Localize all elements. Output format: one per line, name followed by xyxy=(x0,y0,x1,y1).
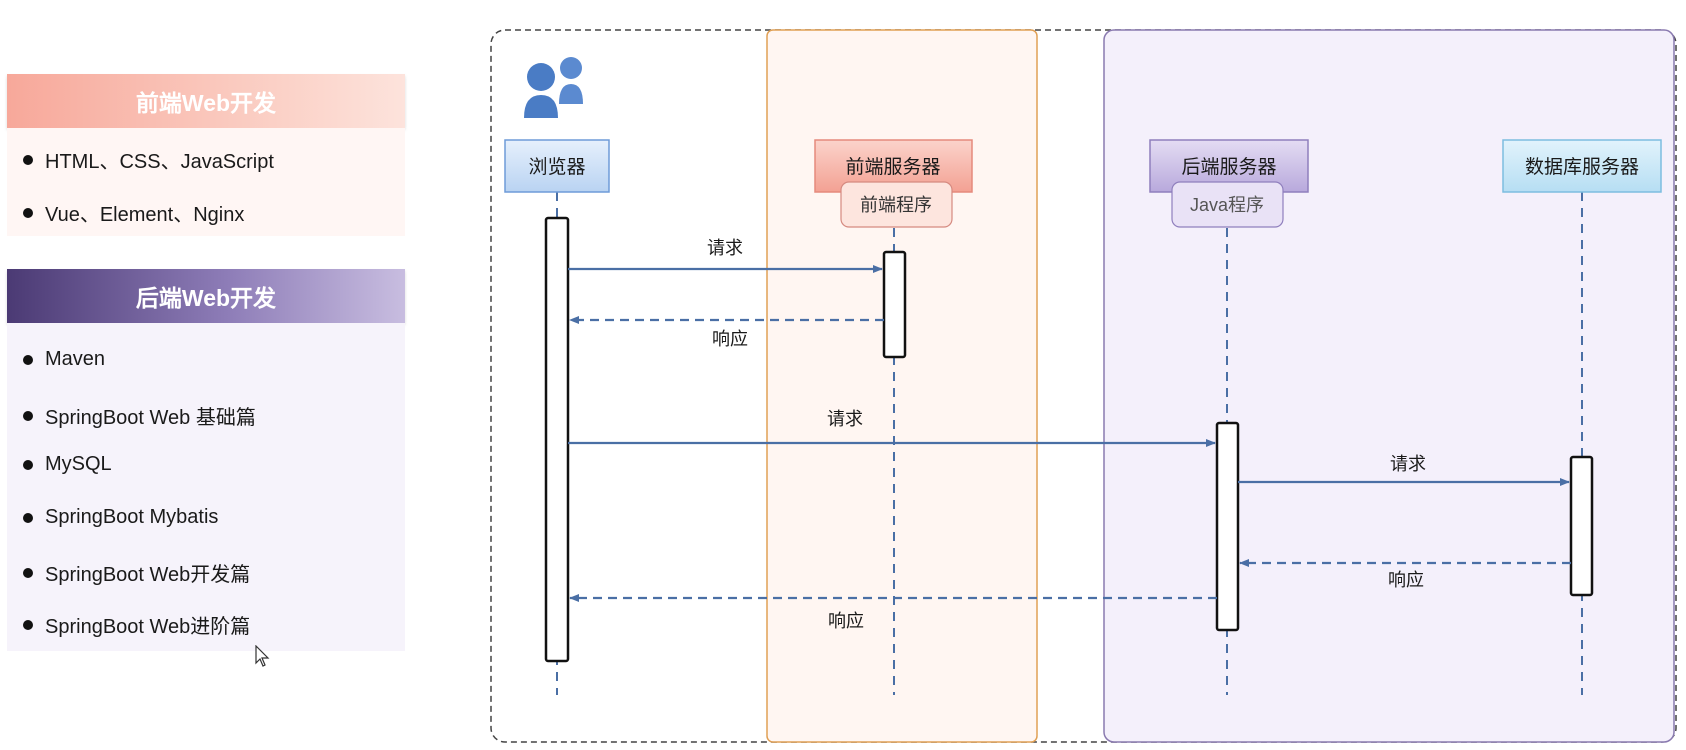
list-item-label: SpringBoot Web 基础篇 xyxy=(45,407,256,429)
bullet-icon xyxy=(23,567,33,578)
message-label: 请求 xyxy=(707,238,743,258)
db-server-label: 数据库服务器 xyxy=(1525,156,1639,178)
list-item-label: Vue、Element、Nginx xyxy=(45,204,245,226)
browser-participant: 浏览器 xyxy=(504,139,610,193)
diagram-frame xyxy=(490,29,1677,743)
list-item: SpringBoot Web进阶篇 xyxy=(23,610,250,639)
bullet-icon xyxy=(23,619,33,630)
frontend-web-list: HTML、CSS、JavaScript Vue、Element、Nginx xyxy=(7,128,405,236)
backend-web-header: 后端Web开发 xyxy=(7,269,405,323)
list-item-label: HTML、CSS、JavaScript xyxy=(45,151,274,173)
backend-program-box: Java程序 xyxy=(1171,181,1284,228)
message-label: 响应 xyxy=(712,329,748,349)
bullet-icon xyxy=(23,512,33,523)
backend-activation xyxy=(1215,421,1240,632)
list-item-label: Maven xyxy=(45,348,106,370)
frontend-program-label: 前端程序 xyxy=(860,195,932,215)
bullet-icon xyxy=(23,410,33,421)
db-server-participant: 数据库服务器 xyxy=(1502,139,1662,193)
backend-program-label: Java程序 xyxy=(1190,195,1264,215)
message-response-frontend: 响应 xyxy=(569,316,884,349)
list-item: SpringBoot Web 基础篇 xyxy=(23,401,256,430)
list-item: SpringBoot Mybatis xyxy=(23,506,218,529)
backend-server-label: 后端服务器 xyxy=(1181,156,1276,178)
frontend-web-header: 前端Web开发 xyxy=(7,74,405,128)
list-item: Maven xyxy=(23,348,105,371)
browser-activation xyxy=(544,216,570,663)
list-item: HTML、CSS、JavaScript xyxy=(23,145,274,174)
frontend-web-title: 前端Web开发 xyxy=(135,90,277,116)
frontend-program-box: 前端程序 xyxy=(840,181,953,228)
browser-label: 浏览器 xyxy=(528,156,585,178)
message-request-db: 请求 xyxy=(1238,454,1570,486)
mouse-cursor-icon xyxy=(255,645,270,667)
list-item-label: SpringBoot Mybatis xyxy=(45,506,219,528)
message-label: 请求 xyxy=(1390,454,1426,474)
users-icon xyxy=(524,57,583,118)
list-item-label: SpringBoot Web进阶篇 xyxy=(45,616,251,638)
bullet-icon xyxy=(23,459,33,470)
bullet-icon xyxy=(23,207,33,218)
message-label: 请求 xyxy=(827,409,863,429)
backend-web-list: Maven SpringBoot Web 基础篇 MySQL SpringBoo… xyxy=(7,323,405,651)
bullet-icon xyxy=(23,154,33,165)
db-activation xyxy=(1569,455,1594,597)
list-item: Vue、Element、Nginx xyxy=(23,198,244,227)
message-request-backend: 请求 xyxy=(568,409,1216,447)
frontend-server-label: 前端服务器 xyxy=(845,156,940,178)
list-item-label: SpringBoot Web开发篇 xyxy=(45,564,251,586)
message-response-db: 响应 xyxy=(1239,559,1571,590)
frontend-activation xyxy=(882,250,907,359)
backend-web-title: 后端Web开发 xyxy=(135,285,277,311)
list-item: MySQL xyxy=(23,453,112,476)
message-request-frontend: 请求 xyxy=(568,238,883,273)
list-item-label: MySQL xyxy=(45,453,112,475)
message-label: 响应 xyxy=(828,611,864,631)
message-label: 响应 xyxy=(1388,570,1424,590)
message-response-backend: 响应 xyxy=(569,594,1217,631)
frontend-server-zone xyxy=(766,29,1038,743)
list-item: SpringBoot Web开发篇 xyxy=(23,558,250,587)
backend-server-zone xyxy=(1103,29,1675,743)
bullet-icon xyxy=(23,354,33,365)
